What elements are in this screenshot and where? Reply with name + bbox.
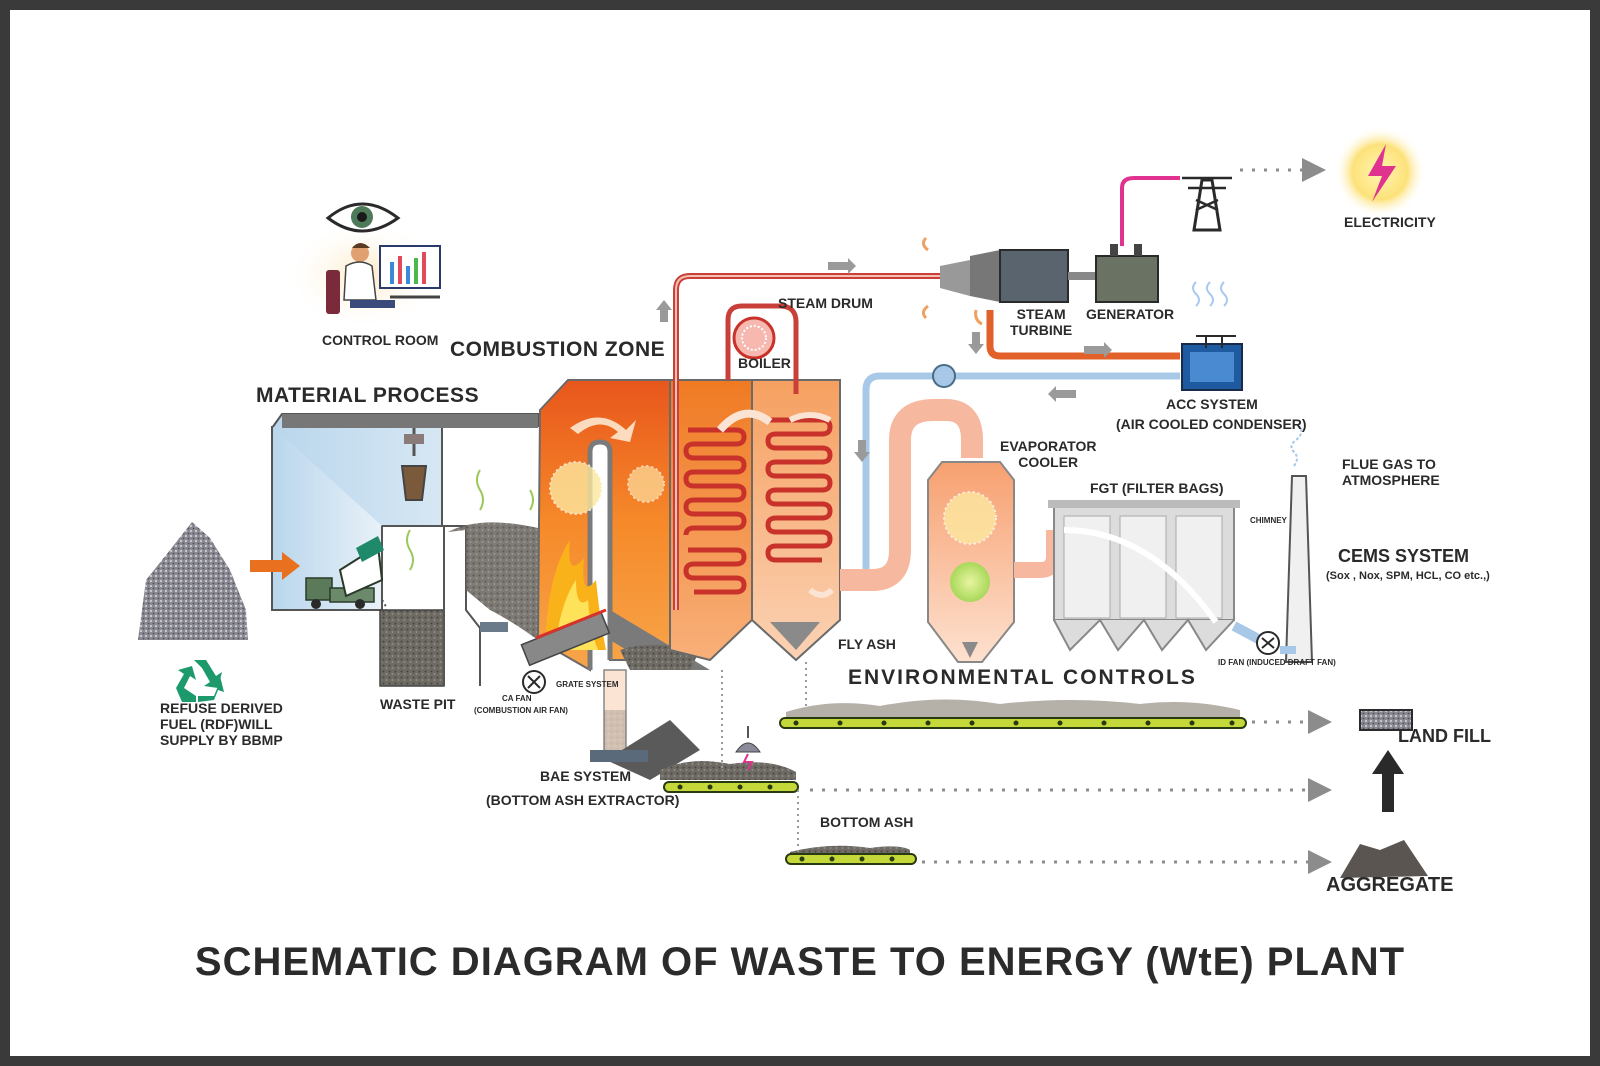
material-process-label: MATERIAL PROCESS <box>256 384 480 407</box>
steam-drum <box>732 316 776 360</box>
page-title: SCHEMATIC DIAGRAM OF WASTE TO ENERGY (Wt… <box>194 940 1406 984</box>
fly-ash-conveyor <box>779 699 1247 729</box>
boiler <box>669 273 940 662</box>
acc-system-label: ACC SYSTEM <box>1166 396 1258 412</box>
fgt-label: FGT (FILTER BAGS) <box>1090 480 1224 496</box>
control-room <box>285 202 445 330</box>
aggregate-label: AGGREGATE <box>1326 874 1454 896</box>
diagram-canvas: CONTROL ROOM COMBUSTION ZONE MATERIAL PR… <box>10 10 1590 1056</box>
rdf-label: REFUSE DERIVED FUEL (RDF)WILL SUPPLY BY … <box>160 700 283 749</box>
monitor-icon <box>379 245 441 299</box>
acc-system-sub-label: (AIR COOLED CONDENSER) <box>1116 416 1307 432</box>
land-fill-label: LAND FILL <box>1398 726 1491 746</box>
aggregate-pile <box>1340 840 1428 878</box>
steam-drum-label: STEAM DRUM <box>778 295 873 311</box>
furnace <box>520 379 710 755</box>
chimney-label: CHIMNEY <box>1250 516 1287 525</box>
rdf-pile <box>138 522 300 702</box>
ca-fan-icon <box>480 622 546 694</box>
cems-system-label: CEMS SYSTEM <box>1338 546 1470 566</box>
bae-system-label: BAE SYSTEM <box>540 768 632 784</box>
generator-label: GENERATOR <box>1086 306 1175 322</box>
landfill-block <box>1359 709 1413 731</box>
boiler-label: BOILER <box>738 355 791 371</box>
id-fan-label: ID FAN (INDUCED DRAFT FAN) <box>1218 658 1336 667</box>
acc-system <box>840 281 1243 586</box>
waste-pit-label: WASTE PIT <box>380 696 456 712</box>
operator-icon <box>326 243 395 314</box>
flue-gas-label: FLUE GAS TO ATMOSPHERE <box>1342 456 1440 489</box>
fly-ash-label: FLY ASH <box>838 636 896 652</box>
environmental-controls-label: ENVIRONMENTAL CONTROLS <box>848 666 1197 689</box>
id-fan-icon <box>1231 621 1280 655</box>
chimney-icon <box>1280 425 1314 663</box>
filter-bags <box>1014 500 1240 652</box>
waste-bunker <box>271 413 539 687</box>
truck-icon <box>305 536 384 609</box>
grate-system-label: GRATE SYSTEM <box>556 680 619 689</box>
bottom-ash-label: BOTTOM ASH <box>820 814 914 830</box>
bae-system <box>590 720 799 793</box>
lightning-icon <box>1368 144 1396 202</box>
power-line <box>1120 176 1180 246</box>
transmission-tower-icon <box>1182 176 1232 232</box>
flow-arrows <box>810 158 1332 874</box>
recycle-icon <box>176 660 224 702</box>
ca-fan-label: CA FAN <box>502 694 532 703</box>
generator <box>1095 176 1180 303</box>
cems-sub-label: (Sox , Nox, SPM, HCL, CO etc.,) <box>1326 570 1490 582</box>
ca-fan-sub-label: (COMBUSTION AIR FAN) <box>474 706 568 715</box>
up-arrow-icon <box>1372 750 1404 812</box>
plant-schematic <box>138 126 1428 878</box>
steam-turbine-label: STEAM TURBINE <box>1010 306 1073 339</box>
magnet-icon <box>735 726 761 771</box>
crane-grab-icon <box>400 428 428 501</box>
waste-pit <box>379 609 445 687</box>
bae-system-sub-label: (BOTTOM ASH EXTRACTOR) <box>486 792 680 808</box>
evaporator-cooler <box>840 399 1015 663</box>
steam-turbine <box>921 236 1096 326</box>
bottom-ash-conveyor <box>785 790 917 865</box>
rdf-arrow <box>250 552 300 580</box>
eye-icon <box>325 202 401 233</box>
electricity-label: ELECTRICITY <box>1344 214 1436 230</box>
combustion-zone-label: COMBUSTION ZONE <box>450 338 666 361</box>
electricity-sun <box>1334 126 1426 218</box>
evaporator-cooler-label: EVAPORATOR COOLER <box>1000 438 1097 471</box>
control-room-label: CONTROL ROOM <box>322 332 439 348</box>
